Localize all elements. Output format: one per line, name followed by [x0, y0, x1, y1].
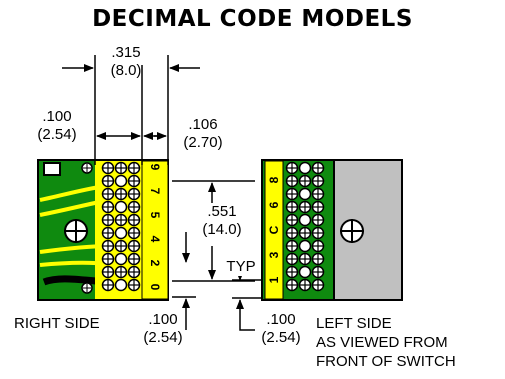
left-margin-inches: .100 — [42, 108, 72, 125]
right-digit-label: 7 — [148, 188, 162, 195]
bottom-left-pitch-dimension: .100 (2.54) — [137, 311, 189, 347]
left-side-board: 8 6C 3 1 — [261, 159, 403, 301]
right-digit-label: 4 — [148, 236, 162, 243]
pin-hole — [114, 200, 128, 214]
right-margin-inches: .106 — [188, 116, 218, 133]
pin-hole — [298, 265, 312, 279]
right-digit-label: 5 — [148, 212, 162, 219]
bottom-right-pitch-dimension: .100 (2.54) — [255, 311, 307, 347]
dimension-lines — [62, 55, 262, 331]
right-margin-mm: (2.70) — [183, 134, 223, 151]
left-side-label: LEFT SIDE AS VIEWED FROM FRONT OF SWITCH — [316, 314, 456, 371]
bottom-right-inches: .100 — [266, 311, 296, 328]
pin-hole — [114, 252, 128, 266]
left-margin-mm: (2.54) — [37, 126, 77, 143]
right-side-pins: 9 7 5 4 2 0 — [101, 161, 162, 292]
pin-hole — [298, 187, 312, 201]
right-digit-label: 2 — [148, 260, 162, 267]
right-side-board: 9 7 5 4 2 0 — [37, 159, 169, 301]
pin-hole — [114, 278, 128, 292]
left-digit-label: 1 — [267, 276, 281, 283]
bottom-left-mm: (2.54) — [143, 329, 183, 346]
pin-hole — [114, 226, 128, 240]
right-digit-label: 0 — [148, 284, 162, 291]
pin-hole — [114, 174, 128, 188]
pin-hole — [298, 239, 312, 253]
height-inches: .551 — [207, 203, 237, 220]
left-digit-label: 8 — [267, 176, 281, 183]
left-digit-label: 6 — [267, 201, 281, 208]
left-side-pins: 8 6C 3 1 — [267, 161, 325, 292]
pin-hole — [298, 213, 312, 227]
typ-label: TYP — [222, 258, 260, 276]
height-mm: (14.0) — [202, 221, 242, 238]
left-margin-dimension: .100 (2.54) — [32, 108, 82, 144]
bottom-right-mm: (2.54) — [261, 329, 301, 346]
pin-hole — [298, 161, 312, 175]
height-dimension: .551 (14.0) — [196, 203, 248, 239]
left-side-line-3: FRONT OF SWITCH — [316, 353, 456, 370]
pitch-mm: (8.0) — [110, 62, 142, 79]
left-digit-label: C — [267, 225, 281, 234]
left-digit-label: 3 — [267, 251, 281, 258]
pitch-dimension: .315 (8.0) — [106, 44, 146, 80]
right-digit-label: 9 — [148, 164, 162, 171]
left-side-line-2: AS VIEWED FROM — [316, 334, 448, 351]
left-side-line-1: LEFT SIDE — [316, 315, 392, 332]
page-title: DECIMAL CODE MODELS — [92, 6, 413, 32]
right-side-label: RIGHT SIDE — [14, 315, 100, 332]
pitch-inches: .315 — [111, 44, 141, 61]
right-margin-dimension: .106 (2.70) — [178, 116, 228, 152]
bottom-left-inches: .100 — [148, 311, 178, 328]
